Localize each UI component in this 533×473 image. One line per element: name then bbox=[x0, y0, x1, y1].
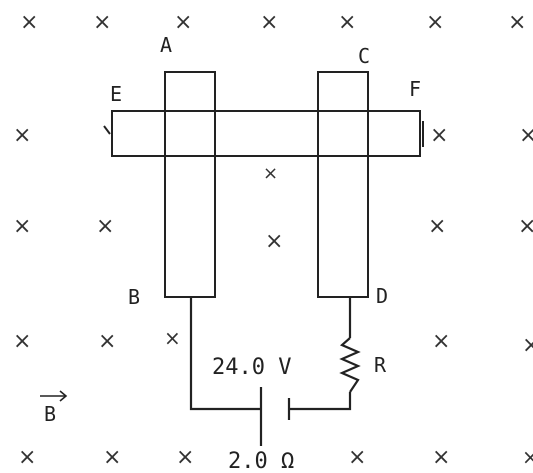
field-cross: × bbox=[265, 229, 283, 254]
field-cross: × bbox=[508, 10, 526, 35]
label-d: D bbox=[376, 284, 388, 308]
label-a: A bbox=[160, 33, 172, 57]
field-cross: × bbox=[103, 445, 121, 470]
field-cross: × bbox=[176, 445, 194, 470]
field-cross: × bbox=[20, 10, 38, 35]
label-f: F bbox=[409, 77, 421, 101]
label-r: R bbox=[374, 353, 387, 377]
field-crosses: × × × × × × × × × × × × × × × × × × × × … bbox=[13, 10, 533, 470]
field-cross: × bbox=[432, 329, 450, 354]
field-cross: × bbox=[93, 10, 111, 35]
rail-ab bbox=[164, 71, 216, 298]
field-cross: × bbox=[13, 123, 31, 148]
field-vector: B bbox=[40, 390, 68, 426]
field-cross: × bbox=[426, 10, 444, 35]
field-cross: × bbox=[338, 10, 356, 35]
field-cross: × bbox=[432, 445, 450, 470]
field-cross: × bbox=[348, 445, 366, 470]
field-label: B bbox=[44, 402, 56, 426]
rail-cd bbox=[317, 71, 369, 298]
field-cross: × bbox=[430, 123, 448, 148]
field-cross: × bbox=[522, 445, 533, 469]
field-cross: × bbox=[13, 214, 31, 239]
field-cross: × bbox=[260, 10, 278, 35]
label-e: E bbox=[110, 82, 122, 106]
field-cross: × bbox=[98, 329, 116, 354]
field-cross: × bbox=[164, 326, 181, 350]
field-cross: × bbox=[174, 10, 192, 35]
field-cross: × bbox=[96, 214, 114, 239]
sliding-bar-ef bbox=[111, 110, 421, 157]
bar-end-mark bbox=[103, 125, 111, 135]
field-cross: × bbox=[428, 214, 446, 239]
wire-right bbox=[289, 392, 352, 411]
field-cross: × bbox=[522, 333, 533, 358]
field-cross: × bbox=[18, 445, 36, 470]
label-b: B bbox=[128, 285, 140, 309]
field-cross: × bbox=[263, 163, 278, 184]
wire-left bbox=[189, 297, 261, 411]
resistor-r bbox=[339, 337, 361, 393]
field-arrow-head bbox=[59, 390, 68, 402]
voltage-label: 24.0 V bbox=[212, 355, 291, 380]
label-c: C bbox=[358, 44, 370, 68]
field-cross: × bbox=[13, 329, 31, 354]
resistance-label: 2.0 Ω bbox=[228, 449, 294, 473]
field-cross: × bbox=[519, 123, 533, 148]
field-cross: × bbox=[518, 214, 533, 239]
